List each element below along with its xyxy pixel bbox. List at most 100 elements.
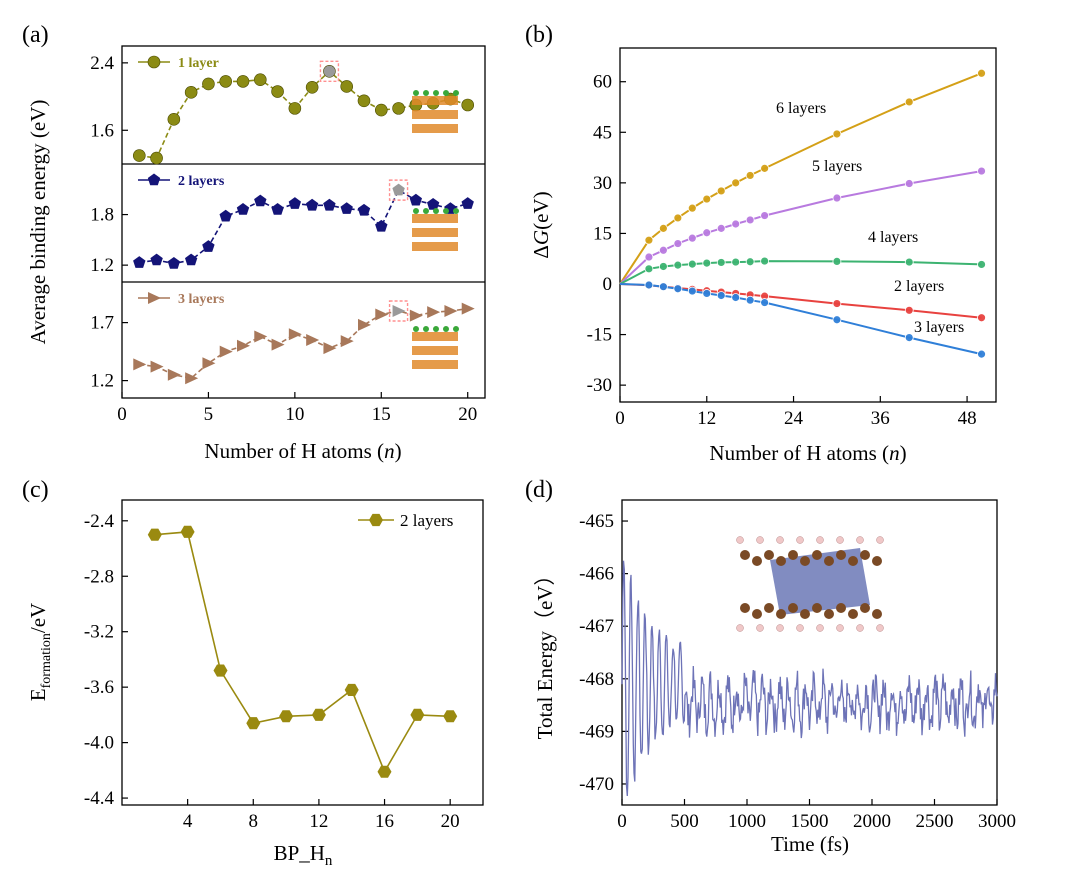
inset-atom xyxy=(860,603,870,613)
data-point xyxy=(311,708,326,721)
inset-h-atom xyxy=(876,536,884,544)
inset-atom xyxy=(764,603,774,613)
data-point xyxy=(977,68,986,78)
inset-atom xyxy=(423,90,429,96)
data-point xyxy=(357,94,371,108)
data-point xyxy=(832,257,842,266)
data-point xyxy=(202,357,216,370)
data-point xyxy=(271,203,284,215)
data-point xyxy=(673,260,683,270)
data-point xyxy=(147,528,162,541)
inset-layer xyxy=(412,96,458,105)
data-point xyxy=(254,194,267,207)
data-point xyxy=(150,151,163,165)
y-tick-label: 1.7 xyxy=(90,313,114,334)
inset-atom xyxy=(433,208,439,214)
data-point xyxy=(246,717,261,730)
x-tick-label: 12 xyxy=(309,811,328,832)
axes-frame xyxy=(621,499,998,806)
y-tick-label: -2.4 xyxy=(84,511,115,532)
axes-frame xyxy=(619,47,997,403)
data-point xyxy=(133,256,146,268)
data-point xyxy=(658,262,668,271)
inset-atom xyxy=(423,326,429,332)
data-point xyxy=(306,334,320,346)
data-point xyxy=(716,186,726,196)
data-point xyxy=(731,219,741,229)
data-point xyxy=(213,664,228,677)
series-group: 5 layers xyxy=(619,158,986,285)
panel-label: (b) xyxy=(525,22,553,48)
data-point xyxy=(687,286,697,296)
data-point xyxy=(133,358,147,371)
inset-atom xyxy=(872,609,882,619)
inset-atom xyxy=(824,556,834,566)
structure-inset xyxy=(736,536,884,632)
inset-atom xyxy=(848,609,858,619)
inset-h-atom xyxy=(776,624,784,632)
data-point xyxy=(271,338,285,351)
data-point xyxy=(358,318,371,331)
data-point xyxy=(392,305,406,317)
data-point xyxy=(375,308,389,321)
y-axis-label: Eformation/eV xyxy=(26,603,54,701)
data-point xyxy=(219,75,233,88)
x-tick-label: 12 xyxy=(697,408,716,429)
data-point xyxy=(731,178,741,188)
x-tick-label: 15 xyxy=(372,404,391,425)
data-point xyxy=(340,202,353,214)
inset-atom xyxy=(443,90,449,96)
inset-atom xyxy=(812,550,822,560)
data-point xyxy=(745,215,755,225)
data-point xyxy=(409,193,422,206)
data-point xyxy=(760,163,770,173)
inset-atom xyxy=(764,550,774,560)
data-point xyxy=(760,256,770,266)
series-label: 4 layers xyxy=(868,229,918,246)
subplot-2: 1.21.82 layers xyxy=(90,173,474,276)
x-tick-label: 24 xyxy=(784,408,804,429)
data-point xyxy=(344,683,359,696)
series-group: 6 layers xyxy=(619,68,986,285)
data-point xyxy=(427,198,440,210)
structure-inset xyxy=(412,326,459,369)
x-tick-label: 1500 xyxy=(791,811,829,832)
data-point xyxy=(904,97,914,107)
x-axis-label: Number of H atoms (n) xyxy=(709,441,906,465)
data-point xyxy=(687,233,697,243)
inset-atom xyxy=(740,603,750,613)
y-tick-label: -465 xyxy=(579,511,614,532)
y-tick-label: 30 xyxy=(593,173,612,194)
inset-atom xyxy=(453,326,459,332)
data-point xyxy=(644,264,654,274)
axes-frame xyxy=(121,499,484,806)
inset-atom xyxy=(413,90,419,96)
inset-h-atom xyxy=(836,624,844,632)
y-tick-label: 15 xyxy=(593,223,612,244)
data-point xyxy=(306,198,319,211)
inset-atom xyxy=(788,550,798,560)
data-point xyxy=(977,313,986,323)
series-line xyxy=(154,531,451,774)
data-point xyxy=(167,113,181,126)
data-point xyxy=(760,211,770,220)
legend-marker xyxy=(147,55,161,69)
x-tick-label: 2000 xyxy=(853,811,891,832)
data-point xyxy=(745,295,755,305)
inset-atom xyxy=(752,609,762,619)
inset-layer xyxy=(412,214,458,223)
inset-atom xyxy=(433,90,439,96)
y-tick-label: -30 xyxy=(587,375,612,396)
inset-h-atom xyxy=(876,624,884,632)
data-point xyxy=(184,86,198,99)
inset-h-atom xyxy=(736,536,744,544)
legend-label: 2 layers xyxy=(178,174,225,189)
data-point xyxy=(185,253,198,266)
inset-atom xyxy=(812,603,822,613)
inset-h-atom xyxy=(856,624,864,632)
data-point xyxy=(444,305,458,317)
inset-atom xyxy=(443,208,449,214)
inset-atom xyxy=(860,550,870,560)
